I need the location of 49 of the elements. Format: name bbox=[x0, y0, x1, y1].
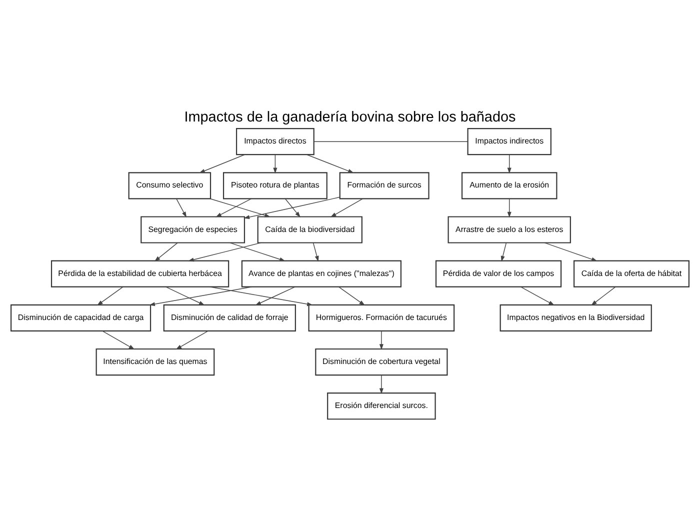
arrow bbox=[210, 286, 313, 306]
arrow bbox=[284, 198, 300, 217]
node-box: Caída de la oferta de hábitat bbox=[574, 260, 690, 287]
node-box: Erosión diferencial surcos. bbox=[327, 392, 436, 420]
node-box: Segregación de especies bbox=[140, 216, 246, 243]
arrow bbox=[230, 242, 286, 261]
arrow bbox=[255, 286, 296, 305]
node-box: Impactos directos bbox=[236, 128, 314, 155]
arrow bbox=[306, 154, 354, 173]
arrow bbox=[500, 242, 507, 262]
node-box: Avance de plantas en cojines ("malezas") bbox=[241, 260, 402, 287]
node-box: Disminución de capacidad de carga bbox=[10, 304, 152, 331]
diagram-title: Impactos de la ganadería bovina sobre los bañados bbox=[184, 108, 516, 125]
arrow bbox=[544, 242, 598, 261]
arrow bbox=[507, 198, 512, 218]
arrow bbox=[312, 242, 319, 262]
arrow bbox=[210, 198, 270, 217]
node-box: Pisoteo rotura de plantas bbox=[222, 172, 328, 199]
node-box: Aumento de la erosión bbox=[461, 172, 558, 199]
connector bbox=[314, 140, 468, 142]
node-box: Caída de la biodiversidad bbox=[257, 216, 362, 243]
node-box: Pérdida de la estabilidad de cubierta herbácea bbox=[50, 260, 230, 287]
node-box: Arrastre de suelo a los esteros bbox=[448, 216, 571, 243]
arrow bbox=[102, 330, 135, 350]
arrow bbox=[379, 330, 384, 350]
arrow bbox=[273, 154, 278, 174]
arrow bbox=[244, 196, 340, 219]
node-box: Disminución de cobertura vegetal bbox=[315, 348, 448, 376]
arrow bbox=[176, 198, 187, 218]
arrow bbox=[591, 286, 616, 306]
arrow bbox=[154, 242, 178, 261]
node-box: Disminución de calidad de forraje bbox=[163, 304, 296, 331]
arrow bbox=[176, 330, 208, 350]
node-box: Pérdida de valor de los campos bbox=[435, 260, 562, 287]
arrow bbox=[379, 374, 384, 394]
node-box: Formación de surcos bbox=[339, 172, 430, 199]
arrow bbox=[188, 242, 262, 262]
arrow bbox=[216, 198, 252, 217]
arrow bbox=[507, 154, 512, 174]
arrow bbox=[199, 154, 246, 173]
arrow bbox=[520, 286, 554, 305]
node-box: Hormigueros. Formación de tacurués bbox=[308, 304, 455, 331]
arrow bbox=[166, 286, 205, 305]
arrow bbox=[330, 198, 364, 217]
node-box: Impactos indirectos bbox=[467, 128, 552, 155]
node-box: Impactos negativos en la Biodiversidad bbox=[500, 304, 652, 331]
arrow bbox=[149, 286, 252, 306]
node-box: Consumo selectivo bbox=[128, 172, 212, 199]
node-box: Intensificación de las quemas bbox=[96, 348, 215, 376]
